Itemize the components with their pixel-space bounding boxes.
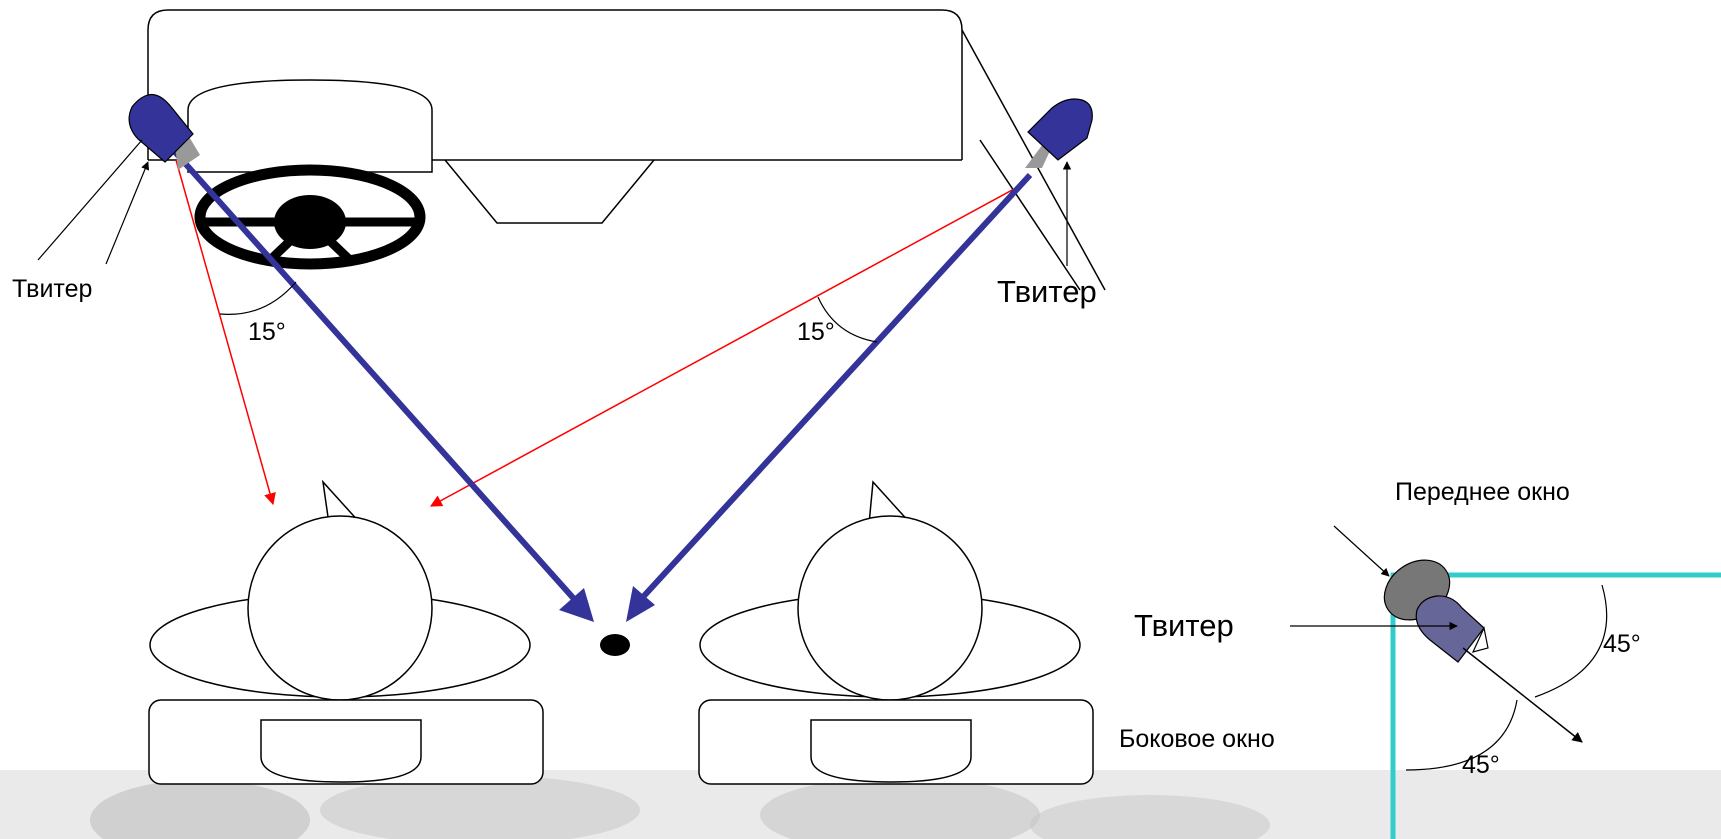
angle-45-bottom-label: 45° [1462,751,1500,779]
left-tweeter-beam [172,150,594,622]
right-tweeter-label: Твитер [997,274,1097,309]
left-tweeter-label: Твитер [12,275,92,303]
instrument-cluster [187,79,433,173]
window-corner-detail [1290,525,1721,839]
right-tweeter-icon [1025,98,1093,168]
left-angle-label: 15° [248,318,286,346]
door-line-inner [979,139,1081,291]
front-window-pointer [1333,525,1390,577]
passenger-seat [698,480,1094,785]
dashboard-outline [147,9,963,160]
right-angle-arc [817,296,878,343]
side-window-label: Боковое окно [1119,725,1275,753]
detail-axis-arrow [1462,647,1583,743]
left-label-pointer-1 [37,139,143,261]
left-angle-arc [219,281,297,315]
left-tweeter-icon [128,93,200,170]
front-window-label: Переднее окно [1395,478,1570,506]
listening-point [600,634,630,656]
angle-arc-45-bottom [1405,699,1518,771]
steering-wheel [194,164,426,270]
left-label-pointer-2 [105,161,150,265]
right-tweeter-beam [626,172,1033,622]
left-tweeter-aim-line [175,159,276,506]
center-console [444,159,655,224]
detail-tweeter-label: Твитер [1134,608,1234,643]
angle-45-top-label: 45° [1603,630,1641,658]
driver-seat [148,479,544,785]
right-tweeter-aim-line [429,182,1026,507]
right-angle-label: 15° [797,318,835,346]
angle-arc-45-top [1534,584,1608,698]
